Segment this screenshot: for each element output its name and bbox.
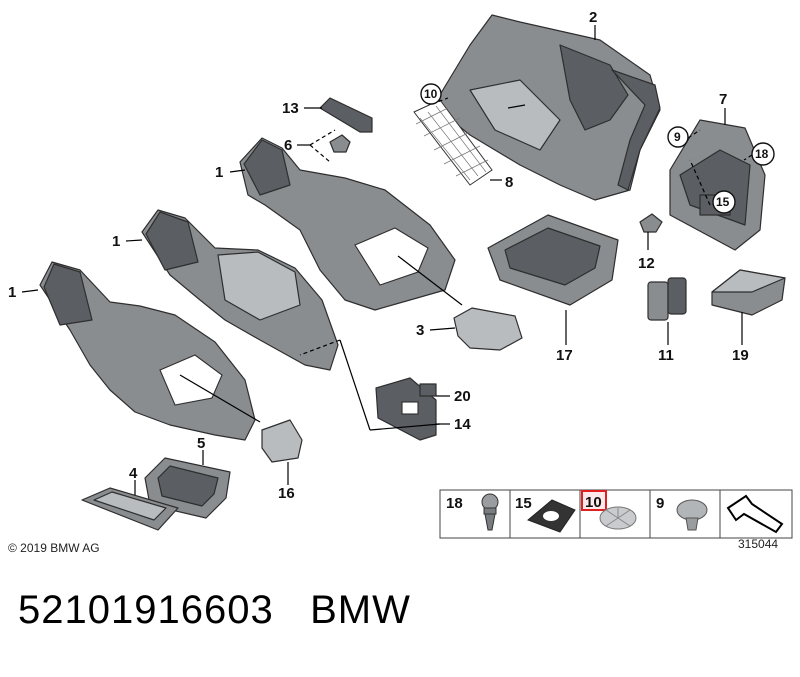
callout-5: 5 [197,435,205,452]
callout-11: 11 [658,347,674,364]
storage-tray-17 [487,214,619,306]
callout-13: 13 [282,100,299,117]
legend-cell-10-label: 10 [585,494,602,511]
callout-2: 2 [589,9,597,26]
callout-4: 4 [129,465,138,482]
callout-circle-15 [712,190,736,214]
gasket-plate-icon [527,499,576,533]
callout-1-b: 1 [112,233,120,250]
callout-18: 18 [755,147,769,161]
callout-1-c: 1 [8,284,16,301]
brand-name: BMW [310,588,411,632]
handle-13 [319,97,373,133]
block-19 [711,269,786,316]
spring-nut-icon [599,506,637,530]
trim-panel-1-upper [239,137,456,311]
callout-19: 19 [732,347,749,364]
callout-14: 14 [454,416,471,433]
tray-5 [144,457,231,519]
expanding-rivet-icon [676,499,708,531]
clip-12 [639,213,663,233]
callout-circle-9 [667,126,689,148]
clip-20 [419,383,437,397]
callout-10: 10 [424,87,438,101]
callout-3: 3 [416,322,424,339]
callout-12: 12 [638,255,655,272]
diagram-code: 315044 [738,537,779,551]
part-footer: 52101916603 BMW [18,588,411,633]
callout-9: 9 [674,130,681,144]
callout-16: 16 [278,485,295,502]
legend-highlight-box [581,490,607,511]
callout-15: 15 [716,195,730,209]
callout-circle-18 [751,142,775,166]
legend-cell-15-label: 15 [515,495,532,512]
callout-7: 7 [719,91,727,108]
callout-labels: 2 10 8 7 9 18 15 12 17 11 19 13 6 1 1 1 … [8,9,775,502]
callout-circle-10 [420,83,442,105]
clip-6 [329,134,351,153]
mat-4 [81,487,179,531]
callout-20: 20 [454,388,471,405]
copyright-notice: © 2019 BMW AG [8,541,100,555]
callout-1-a: 1 [215,164,223,181]
push-rivet-icon [481,493,499,531]
cover-3 [453,307,523,351]
callout-8: 8 [505,174,513,191]
trim-panel-1-middle [141,209,339,371]
legend-cell-9-label: 9 [656,495,664,512]
leader-lines [21,25,753,495]
switch-11 [647,277,687,321]
trunk-side-panel-2 [437,14,661,201]
callout-17: 17 [556,347,573,364]
callout-6: 6 [284,137,292,154]
part-number: 52101916603 [18,588,274,632]
legend-strip: 18 15 10 9 [439,489,793,539]
cover-16 [261,419,303,463]
trim-panel-1-front [39,261,256,441]
arrow-symbol-icon [726,494,784,534]
legend-cell-18-label: 18 [446,495,463,512]
